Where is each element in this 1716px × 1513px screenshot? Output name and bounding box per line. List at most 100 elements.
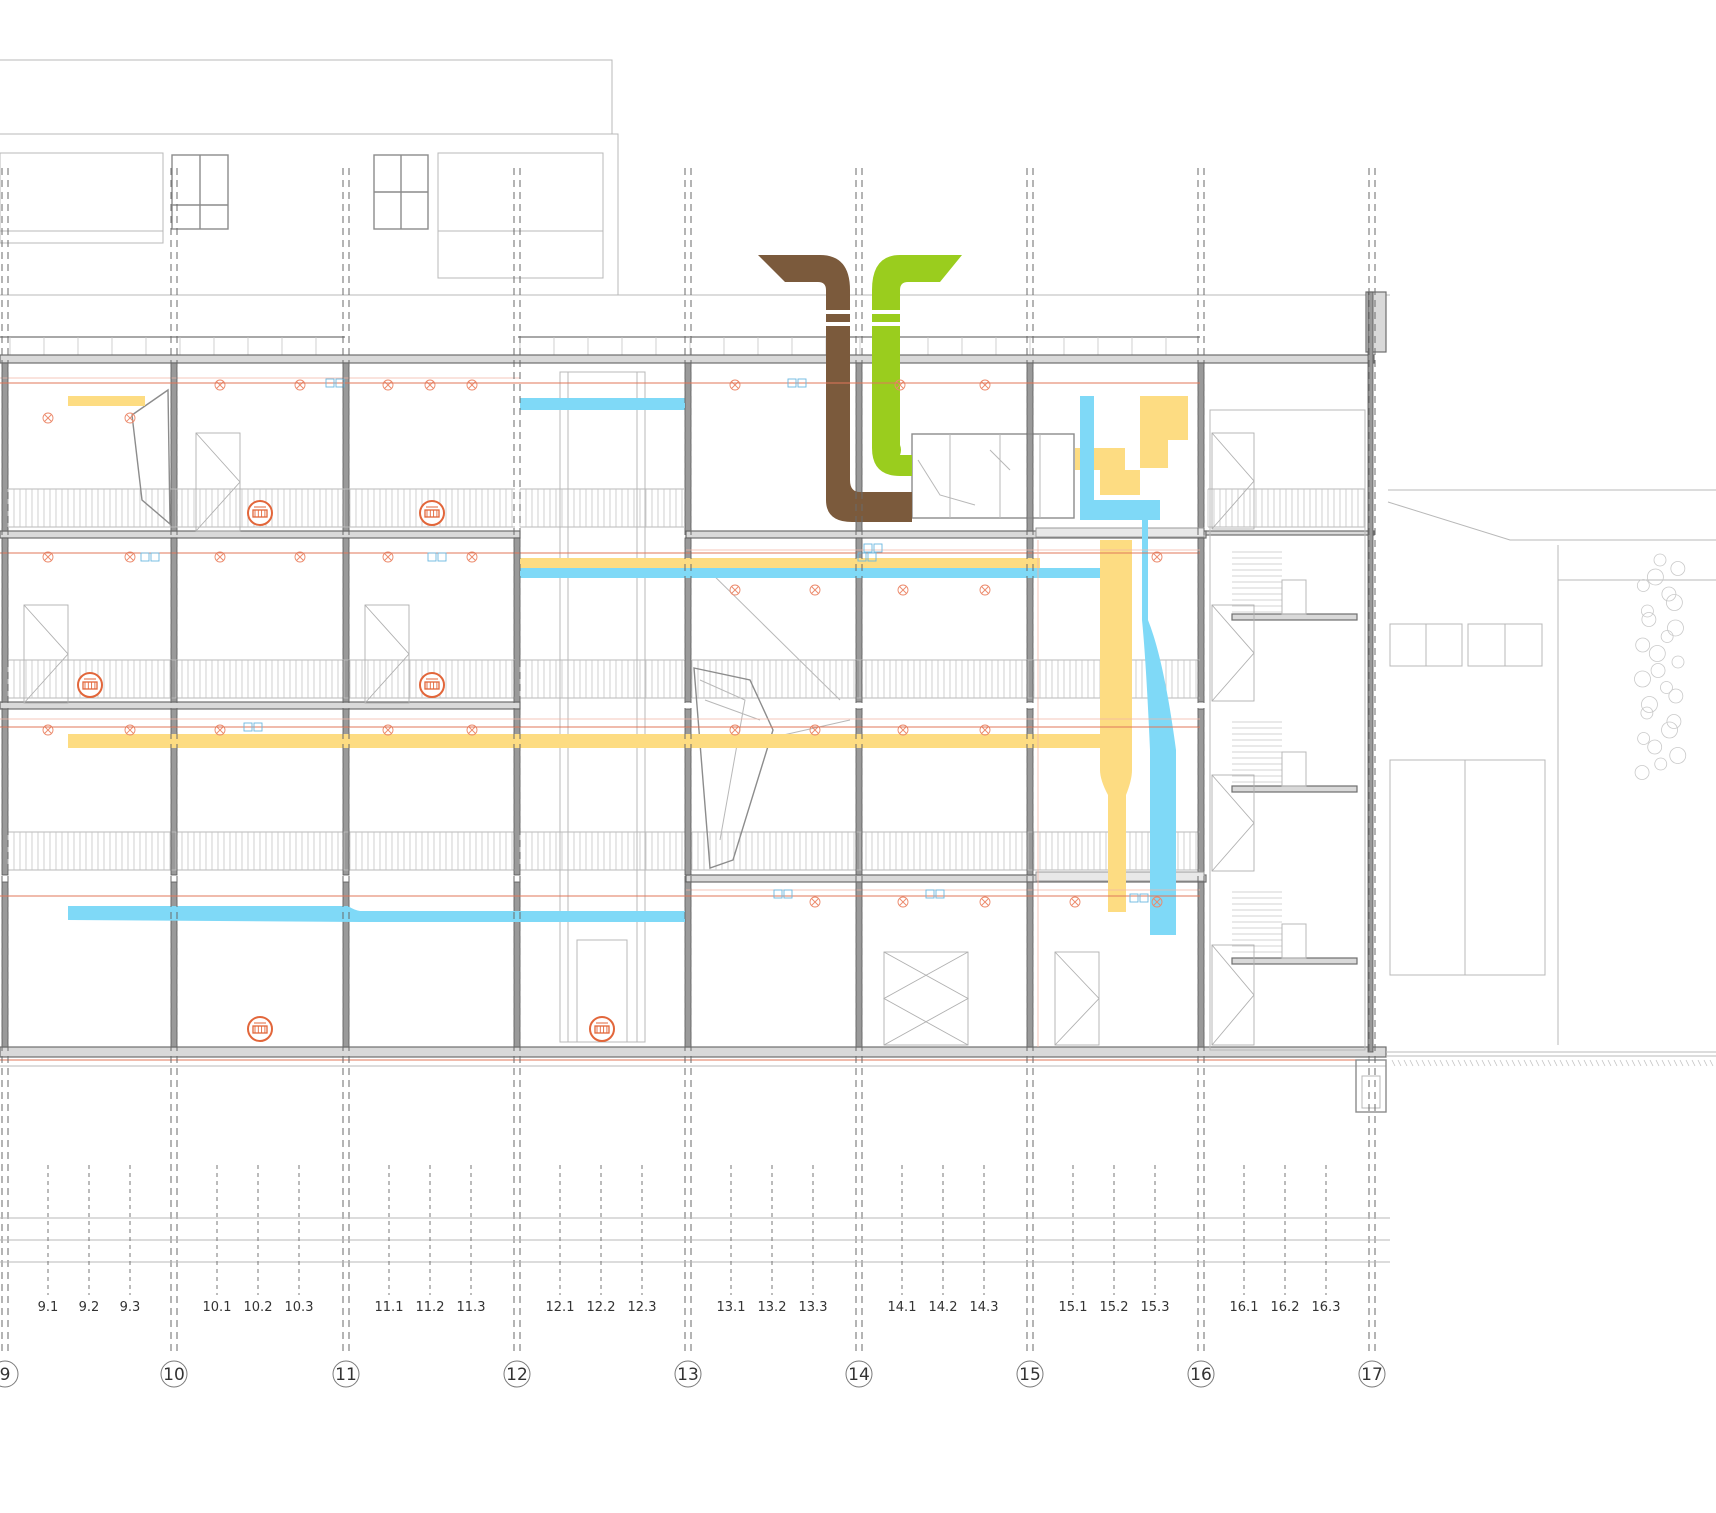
column <box>1026 362 1034 532</box>
light-fixture-icon <box>729 379 741 391</box>
light-fixture-icon <box>124 412 136 424</box>
light-fixture-icon <box>1151 551 1163 563</box>
balustrade <box>519 831 685 871</box>
ventilation-ducts <box>68 255 1188 935</box>
light-fixture-icon <box>729 584 741 596</box>
light-fixture-icon <box>1151 896 1163 908</box>
socket-icon <box>1129 893 1149 903</box>
sub-axis-label: 15.3 <box>1141 1300 1170 1315</box>
door <box>1211 944 1255 1046</box>
light-fixture-icon <box>382 379 394 391</box>
grid-axis-bubble: 12 <box>503 1360 531 1388</box>
socket-icon <box>787 378 807 388</box>
sub-axis-label: 10.2 <box>244 1300 273 1315</box>
column <box>684 881 692 1048</box>
light-fixture-icon <box>809 584 821 596</box>
intake-duct <box>872 255 962 476</box>
light-fixture-icon <box>382 551 394 563</box>
light-fixture-icon <box>124 724 136 736</box>
grid-axis-bubble: 11 <box>332 1360 360 1388</box>
grid-axis-bubble: 16 <box>1187 1360 1215 1388</box>
light-fixture-icon <box>979 379 991 391</box>
light-fixture-icon <box>729 724 741 736</box>
sub-axis-label: 12.3 <box>628 1300 657 1315</box>
radiator-icon <box>247 1016 273 1042</box>
light-fixture-icon <box>42 412 54 424</box>
east-wall <box>1367 291 1374 1053</box>
column <box>1197 362 1205 532</box>
sub-axis-label: 12.2 <box>587 1300 616 1315</box>
door <box>883 951 969 1046</box>
column <box>1 362 9 532</box>
balustrade <box>519 488 685 528</box>
sub-axis-label: 15.2 <box>1100 1300 1129 1315</box>
grid-axis-label: 11 <box>335 1365 357 1385</box>
socket-icon <box>925 889 945 899</box>
column <box>170 537 178 703</box>
light-fixture-icon <box>979 896 991 908</box>
socket-icon <box>243 722 263 732</box>
sub-axis-label: 14.1 <box>888 1300 917 1315</box>
sub-axis-label: 11.3 <box>457 1300 486 1315</box>
light-fixture-icon <box>124 551 136 563</box>
supply-duct <box>1100 470 1140 495</box>
supply-duct <box>520 398 685 410</box>
column <box>513 537 521 703</box>
light-fixture-icon <box>382 724 394 736</box>
sub-axis-label: 16.2 <box>1271 1300 1300 1315</box>
electrical-fixtures <box>0 377 1200 1047</box>
exhaust-duct <box>758 255 912 522</box>
grid-axis-bubble: 15 <box>1016 1360 1044 1388</box>
grid-axis-label: 16 <box>1190 1365 1212 1385</box>
door <box>1211 432 1255 530</box>
light-fixture-icon <box>979 724 991 736</box>
supply-duct <box>68 734 1100 748</box>
sub-axis-label: 13.1 <box>717 1300 746 1315</box>
sub-axis-label: 11.1 <box>375 1300 404 1315</box>
grid-axis-bubble: 9 <box>0 1360 19 1388</box>
light-fixture-icon <box>466 724 478 736</box>
column <box>1197 708 1205 876</box>
supply-duct <box>520 558 1040 568</box>
light-fixture-icon <box>42 724 54 736</box>
socket-icon <box>325 378 345 388</box>
grid-axis-label: 15 <box>1019 1365 1041 1385</box>
sub-axis-label: 9.1 <box>38 1300 59 1315</box>
radiators <box>77 500 615 1042</box>
balustrade <box>7 831 515 871</box>
door <box>1211 604 1255 702</box>
column <box>1197 537 1205 703</box>
supply-duct <box>68 906 685 922</box>
light-fixture-icon <box>214 724 226 736</box>
grid-axis-bubble: 10 <box>160 1360 188 1388</box>
sub-axis-label: 10.1 <box>203 1300 232 1315</box>
column <box>1197 881 1205 1048</box>
grid-axis-label: 9 <box>0 1365 10 1385</box>
sub-axis-label: 9.3 <box>120 1300 141 1315</box>
light-fixture-icon <box>809 724 821 736</box>
stair <box>1231 891 1358 965</box>
neighbour-building <box>1387 489 1716 1067</box>
stair <box>1231 721 1358 793</box>
socket-icon <box>773 889 793 899</box>
light-fixture-icon <box>214 551 226 563</box>
light-fixture-icon <box>424 379 436 391</box>
socket-icon <box>140 552 160 562</box>
supply-duct <box>1140 396 1188 468</box>
door <box>1211 774 1255 872</box>
supply-duct <box>68 396 145 406</box>
supply-duct <box>1100 540 1132 912</box>
column <box>513 881 521 1048</box>
light-fixture-icon <box>897 896 909 908</box>
grid-axis-label: 13 <box>677 1365 699 1385</box>
balustrade <box>519 659 685 699</box>
supply-duct <box>1080 396 1176 935</box>
grid-axes <box>1 168 1376 1355</box>
column <box>1 881 9 1048</box>
light-fixture-icon <box>42 551 54 563</box>
background-building <box>0 59 1390 296</box>
sub-axis-label: 16.3 <box>1312 1300 1341 1315</box>
supply-duct <box>520 568 1100 578</box>
